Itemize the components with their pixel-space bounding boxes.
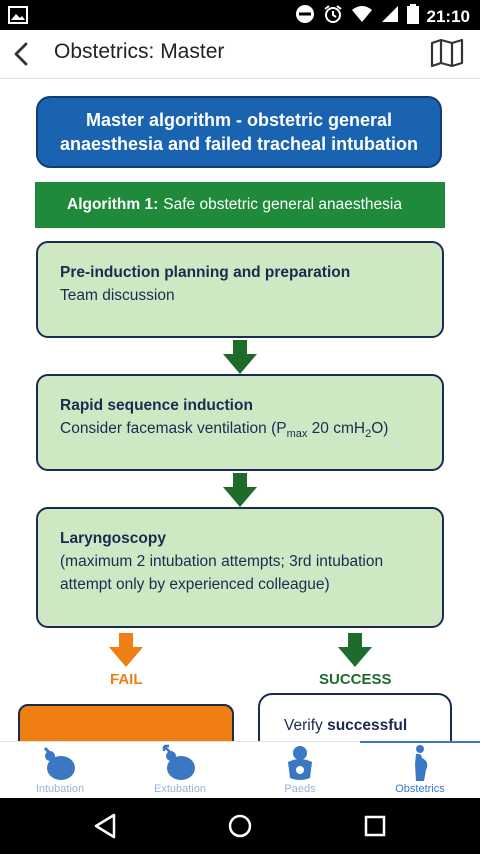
home-nav-button[interactable] xyxy=(225,811,255,841)
step-laryngoscopy[interactable]: Laryngoscopy (maximum 2 intubation attem… xyxy=(36,507,444,628)
fail-label: FAIL xyxy=(110,671,143,688)
master-algorithm-title: Master algorithm - obstetric general ana… xyxy=(36,96,442,168)
chevron-left-icon xyxy=(14,42,28,66)
home-nav-icon xyxy=(228,814,252,838)
battery-icon xyxy=(406,4,419,29)
step-text: Team discussion xyxy=(60,287,175,304)
app-bar: Obstetrics: Master xyxy=(0,30,480,79)
step-title: Pre-induction planning and preparation xyxy=(60,264,351,281)
alarm-icon xyxy=(323,4,343,29)
recents-nav-icon xyxy=(364,815,386,837)
obstetrics-icon xyxy=(415,745,428,781)
down-arrow-icon xyxy=(223,340,257,374)
back-button[interactable] xyxy=(8,40,36,68)
success-arrow-icon xyxy=(338,633,372,667)
wifi-icon xyxy=(351,5,373,28)
recents-nav-button[interactable] xyxy=(360,811,390,841)
tab-extubation[interactable]: Extubation xyxy=(120,742,240,799)
back-nav-button[interactable] xyxy=(90,811,120,841)
success-pathway-box[interactable]: Verify successful xyxy=(258,693,452,741)
extubation-icon xyxy=(162,744,195,780)
paeds-icon xyxy=(288,746,312,780)
tab-intubation[interactable]: Intubation xyxy=(0,742,120,799)
step-pre-induction[interactable]: Pre-induction planning and preparation T… xyxy=(36,241,444,338)
step-title: Laryngoscopy xyxy=(60,530,166,547)
status-bar: 21:10 xyxy=(0,0,480,30)
success-text: Verify xyxy=(284,717,323,734)
down-arrow-icon xyxy=(223,473,257,507)
step-title: Rapid sequence induction xyxy=(60,397,253,414)
fail-pathway-box[interactable] xyxy=(18,704,234,741)
algorithm-name: Safe obstetric general anaesthesia xyxy=(163,196,402,213)
map-button[interactable] xyxy=(430,38,464,68)
do-not-disturb-icon xyxy=(295,4,315,29)
signal-icon xyxy=(381,5,399,28)
map-icon xyxy=(430,38,464,68)
image-notification-icon xyxy=(8,6,28,29)
success-text-bold: successful xyxy=(327,717,408,734)
step-rapid-sequence[interactable]: Rapid sequence induction Consider facema… xyxy=(36,374,444,471)
algorithm-content[interactable]: Master algorithm - obstetric general ana… xyxy=(0,79,480,741)
fail-arrow-icon xyxy=(109,633,143,667)
system-navigation-bar xyxy=(0,798,480,854)
tab-paeds[interactable]: Paeds xyxy=(240,742,360,799)
intubation-icon xyxy=(43,746,75,780)
step-text: Consider facemask ventilation (Pmax 20 c… xyxy=(60,420,389,441)
bottom-tab-bar: Intubation Extubation Paeds Obstetrics xyxy=(0,741,480,799)
page-title: Obstetrics: Master xyxy=(54,40,225,63)
back-nav-icon xyxy=(94,813,116,839)
algorithm-banner: Algorithm 1: Safe obstetric general anae… xyxy=(35,182,445,228)
success-label: SUCCESS xyxy=(319,671,392,688)
tab-obstetrics[interactable]: Obstetrics xyxy=(360,741,480,799)
clock: 21:10 xyxy=(426,6,470,26)
step-text: (maximum 2 intubation attempts; 3rd intu… xyxy=(60,553,384,593)
algorithm-label: Algorithm 1: xyxy=(67,196,159,213)
